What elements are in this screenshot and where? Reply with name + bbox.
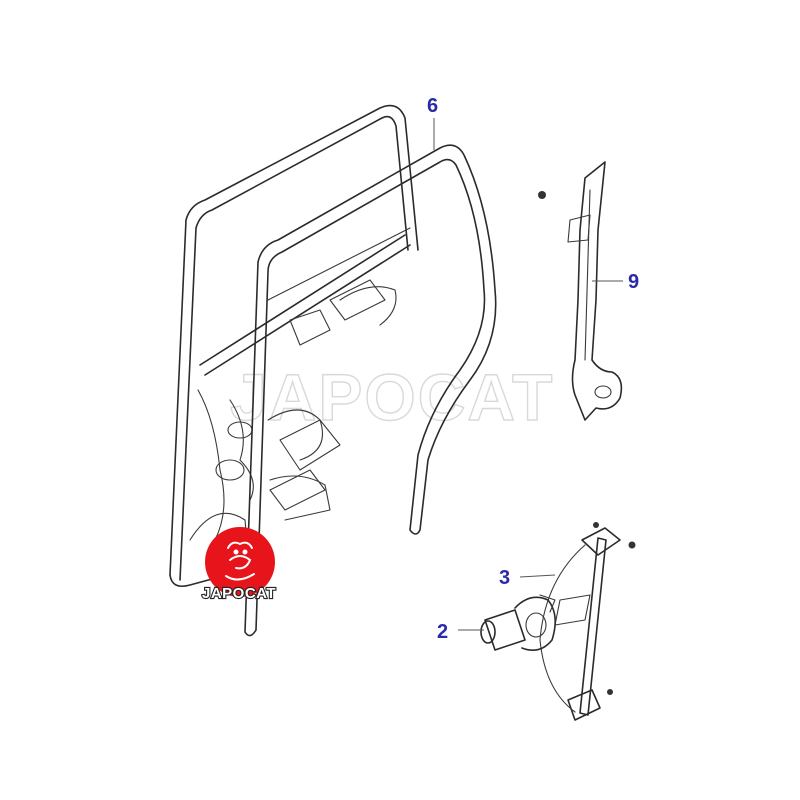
door-weatherstrip <box>169 104 419 588</box>
callout-3: 3 <box>499 567 510 589</box>
cat-icon <box>225 541 255 581</box>
watermark-text: JAPOCAT <box>230 360 554 434</box>
logo-text: JAPOCAT <box>202 585 276 602</box>
rear-channel-bracket <box>538 161 623 421</box>
logo-circle <box>205 527 275 597</box>
callout-2: 2 <box>437 621 448 643</box>
glass-run-channel <box>244 144 497 637</box>
regulator-motor <box>480 594 556 651</box>
callout-9: 9 <box>628 271 639 293</box>
leader-line-3 <box>519 574 556 578</box>
window-regulator <box>539 522 636 721</box>
bolt-icon <box>538 191 546 199</box>
callout-6: 6 <box>427 95 438 117</box>
japocat-logo: JAPOCAT <box>201 527 277 603</box>
